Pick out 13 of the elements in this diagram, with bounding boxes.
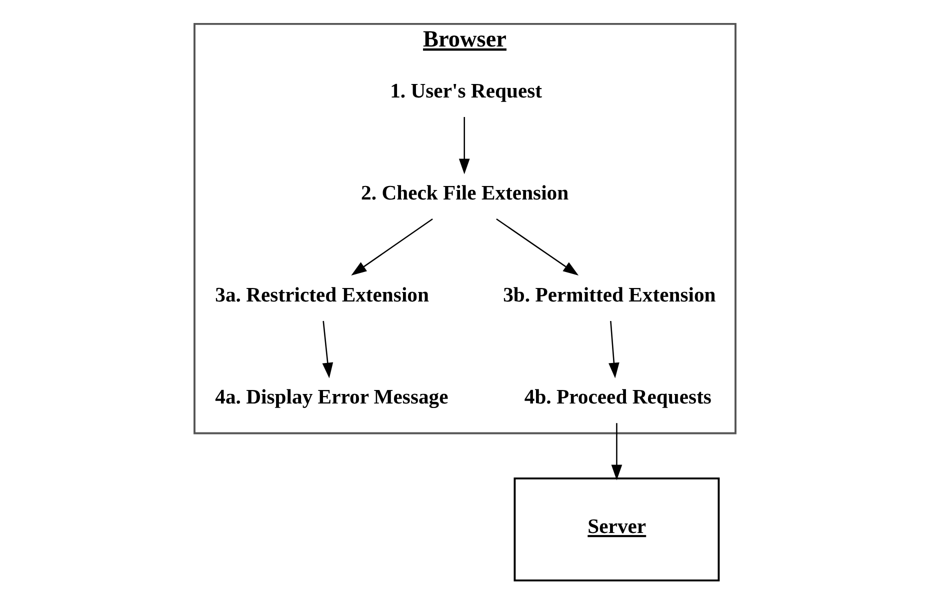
arrow xyxy=(496,218,578,276)
arrow xyxy=(608,320,619,378)
node-text: 3a. Restricted Extension xyxy=(214,284,428,306)
node-text: 1. User's Request xyxy=(390,80,542,102)
node-text: 3b. Permitted Extension xyxy=(502,284,716,306)
arrow xyxy=(610,423,622,480)
arrow xyxy=(350,218,432,276)
node-box: Server xyxy=(513,477,720,582)
arrow xyxy=(458,117,470,174)
arrow xyxy=(322,320,333,378)
node-text: 4b. Proceed Requests xyxy=(524,386,711,408)
node-text: 2. Check File Extension xyxy=(360,182,568,204)
node-text: 4a. Display Error Message xyxy=(214,386,448,408)
